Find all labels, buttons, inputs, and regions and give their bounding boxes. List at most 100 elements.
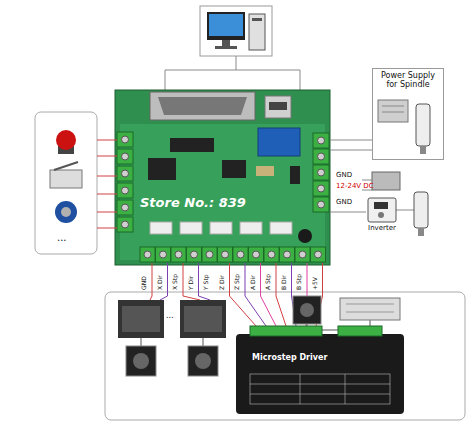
watermark: Store No.: 839 — [140, 196, 246, 210]
microstep-driver — [250, 326, 322, 336]
pin-label: Z Dir — [219, 275, 226, 290]
pin-label: A Stp — [265, 274, 272, 290]
terminal-block — [206, 251, 213, 258]
pin-label: A Dir — [250, 275, 257, 290]
terminal-block — [117, 132, 329, 262]
computer-icon — [252, 18, 262, 21]
computer-icon — [200, 6, 272, 56]
terminal-block — [117, 166, 133, 181]
dc-supply-icon — [372, 172, 400, 190]
terminal-block — [318, 185, 325, 192]
terminal-block — [144, 251, 151, 258]
pin-label: Y Stp — [203, 274, 210, 290]
stepper-driver — [118, 300, 226, 338]
breakout-board — [298, 229, 312, 243]
breakout-board — [115, 90, 330, 265]
terminal-block — [237, 251, 244, 258]
node-label: Power Supply for Spindle — [376, 71, 440, 89]
stepper-motor — [141, 338, 142, 346]
breakout-board — [158, 97, 247, 115]
sensor-panel — [50, 170, 82, 188]
terminal-block — [122, 170, 129, 177]
breakout-board — [115, 90, 330, 265]
microstep-driver — [338, 326, 382, 336]
spindle-icon — [414, 192, 428, 236]
breakout-board — [270, 222, 292, 234]
inverter-icon — [368, 198, 396, 222]
spindle-supply-icons — [378, 100, 408, 122]
driver-panel — [105, 292, 465, 420]
spindle-supply-box: Power Supply for Spindle — [372, 68, 444, 160]
computer-icon — [222, 40, 230, 46]
breakout-board — [269, 102, 287, 110]
spindle-supply-icons — [416, 104, 430, 146]
terminal-block — [299, 251, 306, 258]
microstep-driver — [300, 374, 301, 404]
stepper-driver — [122, 306, 160, 332]
terminal-block — [187, 247, 202, 262]
spindle-icon — [414, 192, 428, 228]
inverter-box: Inverter — [360, 196, 404, 239]
breakout-board — [150, 92, 255, 120]
node-label: Inverter — [360, 224, 404, 232]
terminal-block — [117, 183, 133, 198]
terminal-block — [253, 251, 260, 258]
terminal-block — [171, 247, 186, 262]
microstep-driver — [236, 334, 404, 414]
computer-icon — [200, 6, 272, 56]
breakout-board — [148, 158, 176, 180]
spindle-icon — [418, 228, 424, 236]
driver-panel — [105, 292, 465, 420]
microstep-driver — [345, 374, 346, 404]
text-label: ... — [57, 232, 67, 243]
terminal-block — [249, 247, 264, 262]
breakout-board — [240, 222, 262, 234]
terminal-block — [311, 247, 326, 262]
terminal-block — [313, 149, 329, 164]
driver-wires — [245, 263, 266, 326]
terminal-block — [222, 251, 229, 258]
power-supply-icon — [340, 298, 400, 320]
sensor-panel — [35, 112, 97, 254]
terminal-block — [140, 247, 155, 262]
terminal-block — [122, 204, 129, 211]
terminal-block — [117, 217, 133, 232]
breakout-board — [256, 166, 274, 176]
terminal-block — [175, 251, 182, 258]
microstep-driver — [250, 394, 390, 395]
computer-icon — [207, 12, 245, 40]
text-label: Microstep Driver — [252, 354, 327, 363]
microstep-driver — [250, 384, 390, 385]
terminal-block — [318, 153, 325, 160]
text-label: GND — [336, 172, 352, 180]
pin-label: B Dir — [281, 275, 288, 290]
terminal-block — [233, 247, 248, 262]
power-supply-icon — [346, 304, 394, 305]
spindle-supply-icons — [420, 146, 426, 154]
microstep-driver — [250, 374, 390, 404]
terminal-block — [122, 187, 129, 194]
pin-label: X Dir — [157, 275, 164, 290]
breakout-board — [120, 124, 325, 260]
sensor-panel — [61, 207, 71, 217]
stepper-motor — [133, 353, 149, 369]
driver-wires — [261, 263, 277, 326]
driver-wires — [150, 263, 152, 300]
pin-label: B Stp — [296, 274, 303, 290]
spindle-supply-icons — [382, 112, 404, 113]
breakout-board — [290, 166, 300, 184]
computer-icon — [215, 46, 237, 49]
sensor-wires — [97, 140, 117, 228]
terminal-block — [313, 165, 329, 180]
sensor-panel — [56, 130, 76, 150]
pin-label: X Stp — [172, 274, 179, 290]
driver-wires — [183, 263, 200, 300]
microstep-driver — [236, 326, 404, 414]
stepper-motor — [188, 346, 218, 376]
terminal-block — [117, 200, 133, 215]
stepper-driver — [184, 306, 222, 332]
breakout-board — [180, 222, 202, 234]
terminal-block — [318, 137, 325, 144]
breakout-board — [150, 222, 172, 234]
